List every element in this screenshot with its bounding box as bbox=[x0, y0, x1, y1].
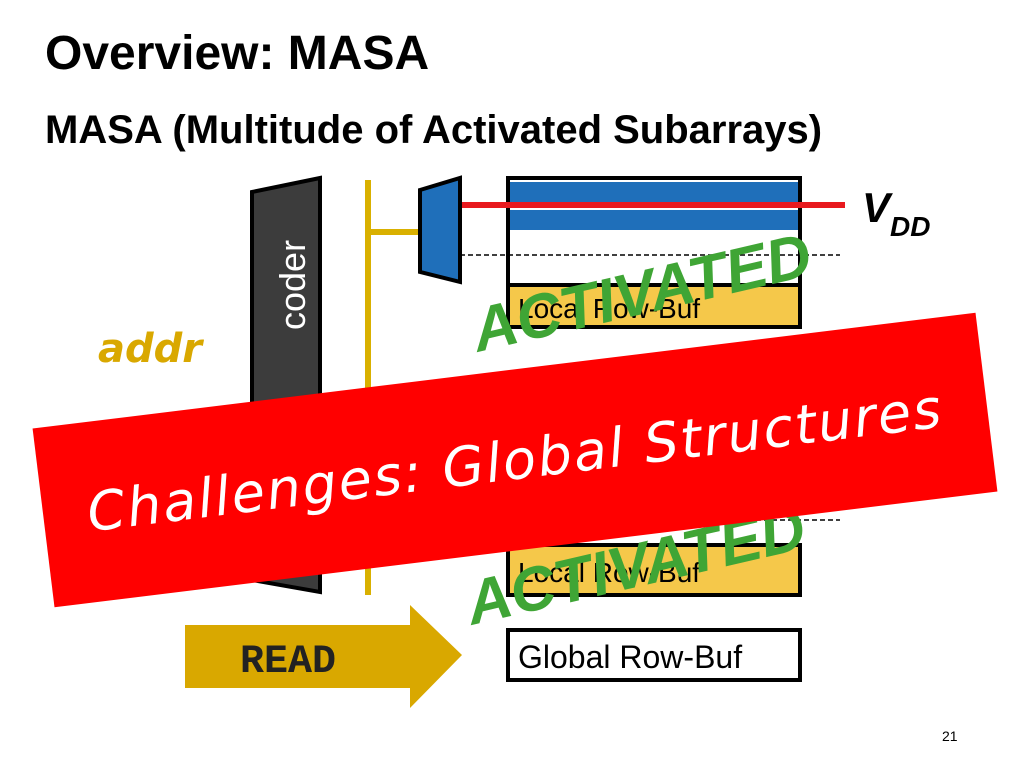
local-rowbuf-top bbox=[506, 283, 802, 329]
local-decoder bbox=[418, 175, 462, 285]
page-number: 21 bbox=[942, 728, 958, 744]
read-arrow bbox=[185, 605, 462, 708]
vdd-label: VDD bbox=[862, 184, 930, 242]
row-blue-2 bbox=[510, 210, 798, 230]
slide-subtitle: MASA (Multitude of Activated Subarrays) bbox=[45, 108, 823, 152]
vdd-sub: DD bbox=[890, 211, 930, 242]
read-label: READ bbox=[240, 640, 336, 685]
addr-label: addr bbox=[98, 326, 204, 372]
local-rowbuf-bottom bbox=[506, 543, 802, 597]
local-rowbuf-bottom-label: Local Row-Buf bbox=[518, 557, 700, 588]
decoder-label: coder bbox=[272, 240, 313, 330]
slide-title: Overview: MASA bbox=[45, 27, 430, 80]
vdd-main: V bbox=[862, 184, 893, 231]
global-rowbuf bbox=[506, 628, 802, 682]
local-rowbuf-top-label: Local Row-Buf bbox=[518, 293, 700, 324]
row-blue-1 bbox=[510, 182, 798, 204]
global-rowbuf-label: Global Row-Buf bbox=[518, 639, 742, 675]
